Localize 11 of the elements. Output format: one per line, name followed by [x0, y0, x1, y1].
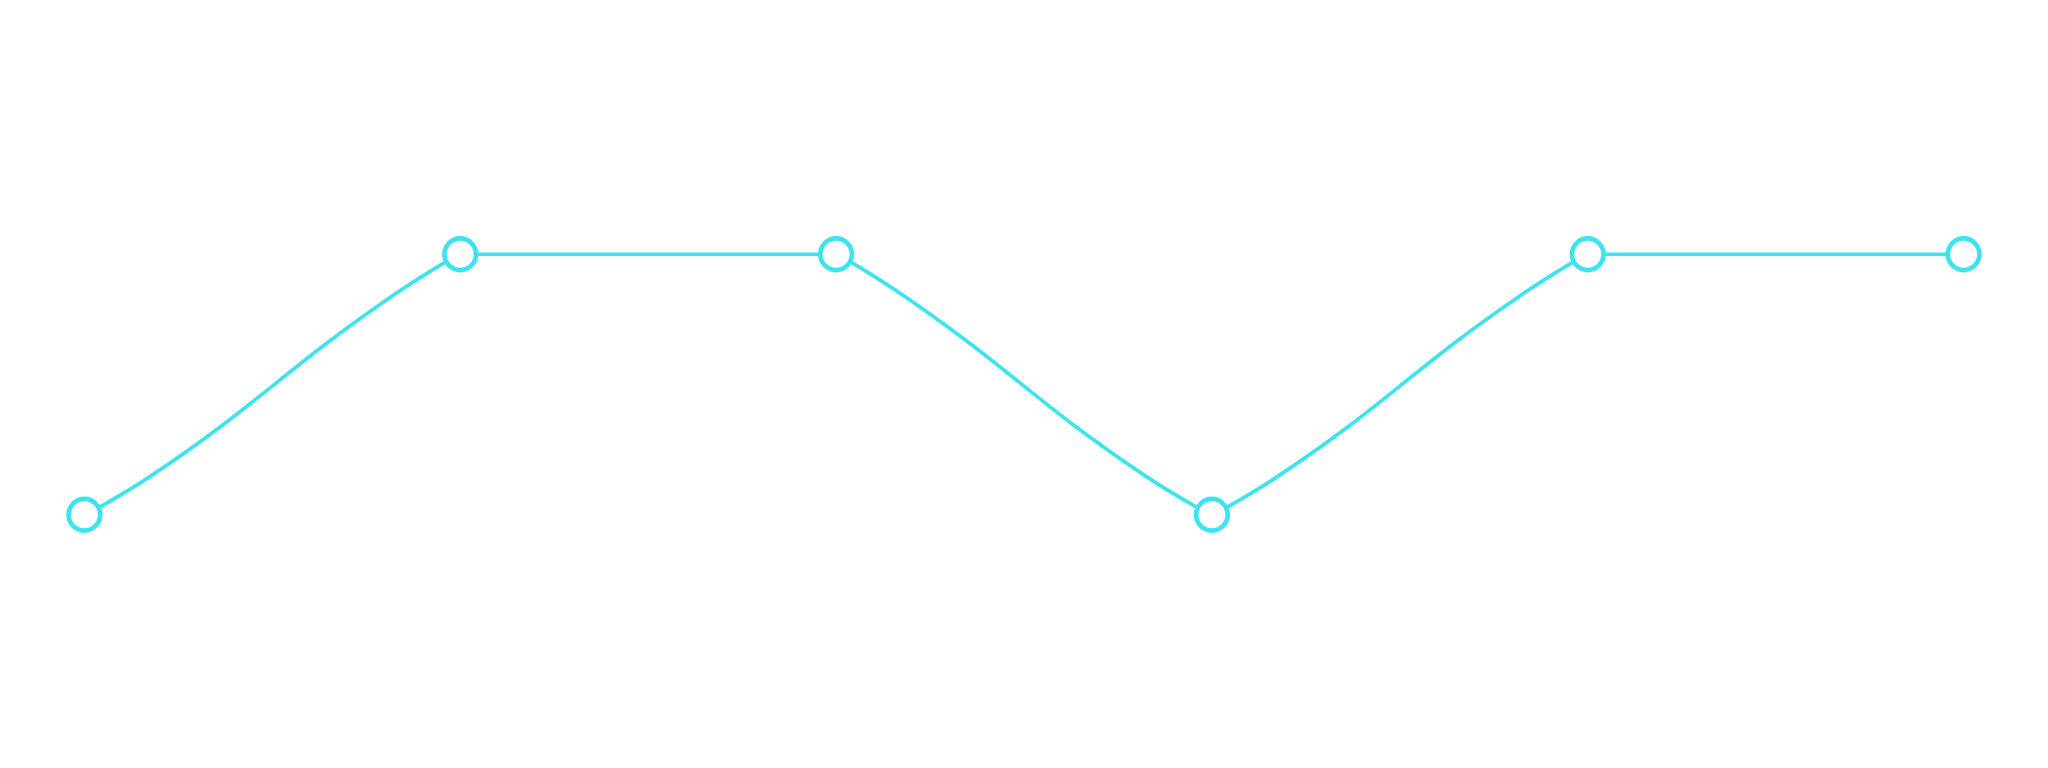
- connector: [476, 251, 821, 256]
- node-circle: [1569, 235, 1606, 272]
- connector: [1225, 259, 1575, 509]
- connector: [98, 259, 447, 509]
- node-circle: [442, 235, 479, 272]
- connector: [1603, 251, 1948, 256]
- node-circle: [66, 496, 103, 533]
- connector: [849, 259, 1199, 509]
- node-circle: [817, 235, 855, 272]
- node-circle: [1945, 235, 1982, 272]
- node-circle: [1193, 496, 1231, 533]
